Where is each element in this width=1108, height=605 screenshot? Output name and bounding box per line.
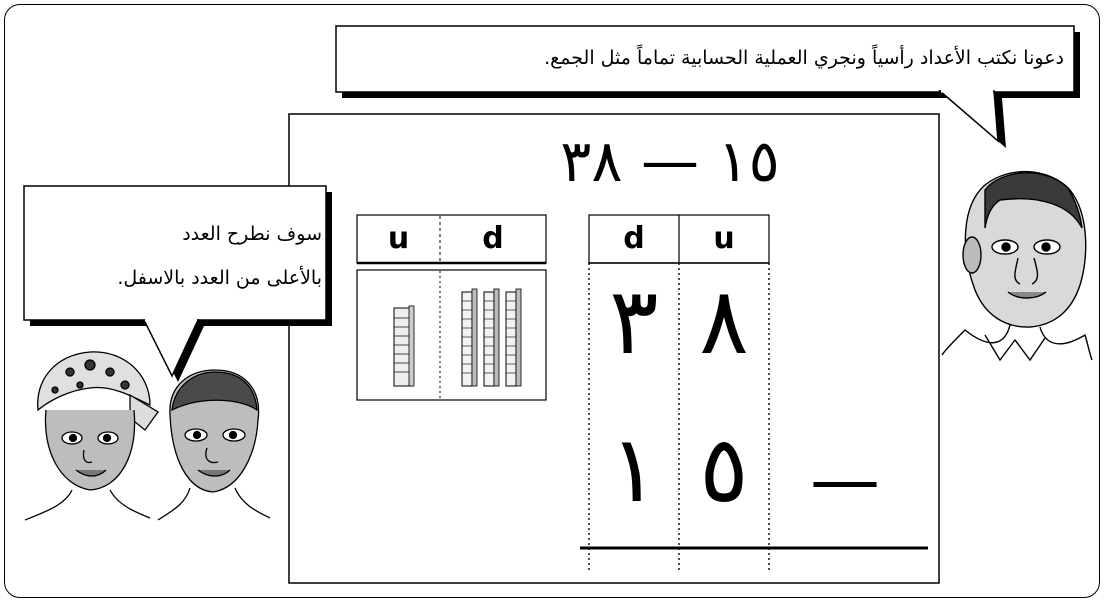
blocks-header-tens: d <box>482 221 504 256</box>
column-header-tens: d <box>623 221 645 256</box>
children-speech-line-1: سوف نطرح العدد <box>182 223 322 245</box>
teacher-speech-bubble <box>335 25 1080 148</box>
blocks-table <box>356 214 547 401</box>
tens-rods-icon <box>461 288 522 387</box>
column-table <box>580 214 928 570</box>
teacher-speech-text: دعونا نكتب الأعداد رأسياً ونجري العملية … <box>544 47 1064 69</box>
row2-units-digit: ٥ <box>699 416 749 523</box>
boy-illustration <box>157 369 271 521</box>
girl-illustration <box>24 351 159 521</box>
children-speech-text: سوف نطرح العدد بالأعلى من العدد بالاسفل. <box>30 212 322 300</box>
blocks-header-units: u <box>387 221 410 256</box>
row1-units-digit: ٨ <box>699 268 749 375</box>
minus-operator: — <box>810 439 880 521</box>
row1-tens-digit: ٣ <box>609 268 659 375</box>
column-header-units: u <box>713 221 735 256</box>
equation: ١٥ — ٣٨ <box>560 127 780 195</box>
row2-tens-digit: ١ <box>609 416 659 523</box>
unit-cubes-icon <box>393 305 415 387</box>
children-speech-line-2: بالأعلى من العدد بالاسفل. <box>117 267 322 289</box>
children-speech-bubble <box>23 185 332 382</box>
teacher-illustration <box>941 170 1093 362</box>
